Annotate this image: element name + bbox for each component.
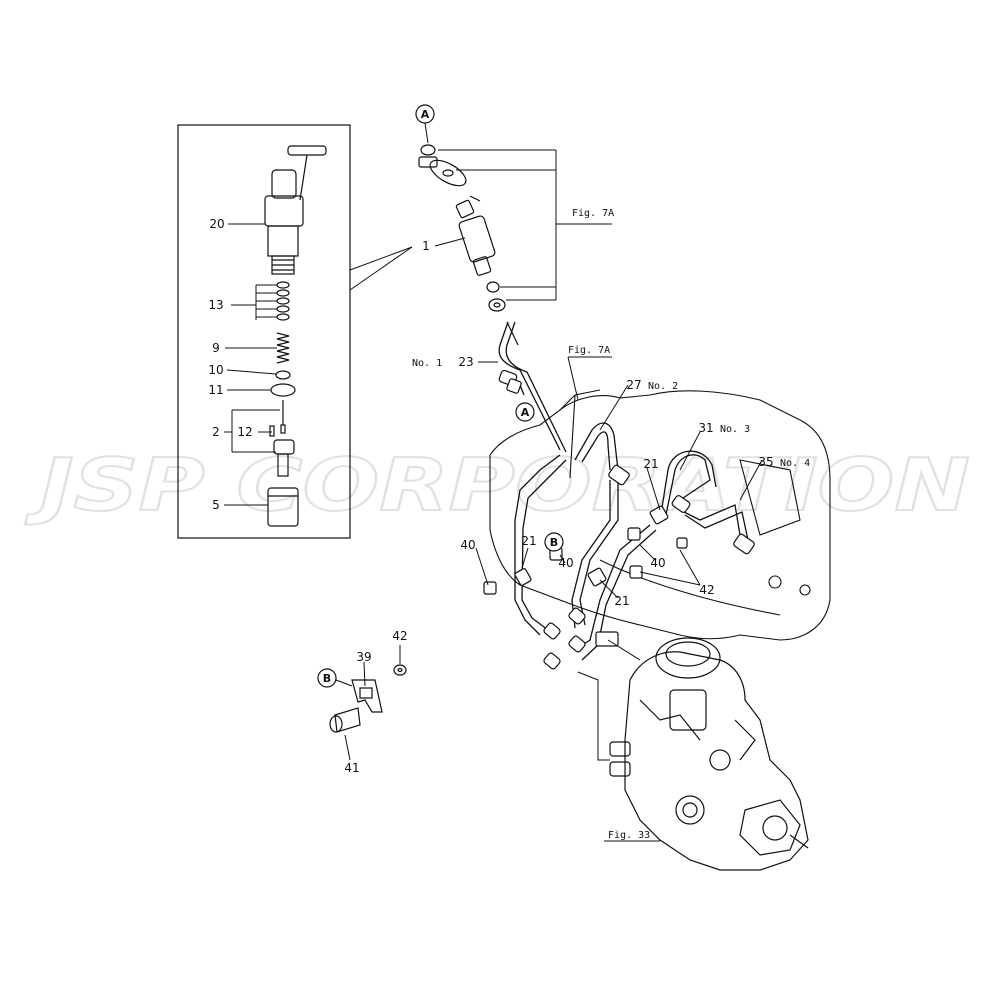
callout-20: 20 (209, 217, 224, 231)
ref-circle-b-mid (544, 532, 564, 552)
pipe-fittings (483, 369, 755, 670)
callout-leaders (475, 356, 763, 599)
callout-10: 10 (208, 363, 223, 377)
callout-1: 1 (422, 239, 430, 253)
detail-leaders (224, 223, 280, 506)
detail-box-leader-bottom (349, 246, 413, 291)
cylinder-label-no3: No. 3 (720, 424, 750, 435)
callout-5: 5 (212, 498, 220, 512)
callout-12: 12 (237, 425, 252, 439)
callout-11: 11 (208, 383, 223, 397)
ref-circle-b-mid-label: B (550, 536, 558, 549)
cylinder-label-no2: No. 2 (648, 381, 678, 392)
callout-13: 13 (208, 298, 223, 312)
cylinder-label-no4: No. 4 (780, 458, 810, 469)
bracket-assembly-b (329, 664, 407, 733)
callout-41: 41 (344, 761, 359, 775)
fig-ref-7a-top: Fig. 7A (572, 208, 614, 219)
callout-39: 39 (356, 650, 371, 664)
callout-2: 2 (212, 425, 220, 439)
pump-leaders (577, 639, 660, 842)
cylinder-label-no1: No. 1 (412, 358, 442, 369)
callout-21-bottom: 21 (614, 594, 629, 608)
cylinder-head-outline (489, 389, 831, 641)
fig7a-bracket (434, 149, 612, 301)
ref-circle-a-mid (515, 402, 535, 422)
detail-box-leader-top (349, 246, 413, 271)
callout-31: 31 (698, 421, 713, 435)
ref-circle-a-top-label: A (421, 108, 430, 121)
callout-42-lower: 42 (392, 629, 407, 643)
callout-40-mid: 40 (558, 556, 573, 570)
callout-40-right: 40 (650, 556, 665, 570)
callout-40-left: 40 (460, 538, 475, 552)
watermark-text: JSP CORPORATION (25, 443, 970, 527)
callout-9: 9 (212, 341, 220, 355)
callout-21-left: 21 (521, 534, 536, 548)
ref-a-top-leader (424, 122, 429, 144)
injector-exploded-view (418, 144, 519, 346)
ref-circle-b-left-label: B (323, 672, 331, 685)
callout-42-upper: 42 (699, 583, 714, 597)
callout-23: 23 (458, 355, 473, 369)
callout-21-right: 21 (643, 457, 658, 471)
callout-35: 35 (758, 455, 773, 469)
injection-pump (609, 637, 809, 871)
bracket-leaders (335, 645, 401, 761)
fig-ref-7a-mid: Fig. 7A (568, 345, 610, 356)
ref-circle-a-mid-label: A (521, 406, 530, 419)
fig-ref-33: Fig. 33 (608, 830, 650, 841)
callout-27: 27 (626, 378, 641, 392)
injector-detail-box (177, 124, 351, 539)
ref-circle-b-left (317, 668, 337, 688)
